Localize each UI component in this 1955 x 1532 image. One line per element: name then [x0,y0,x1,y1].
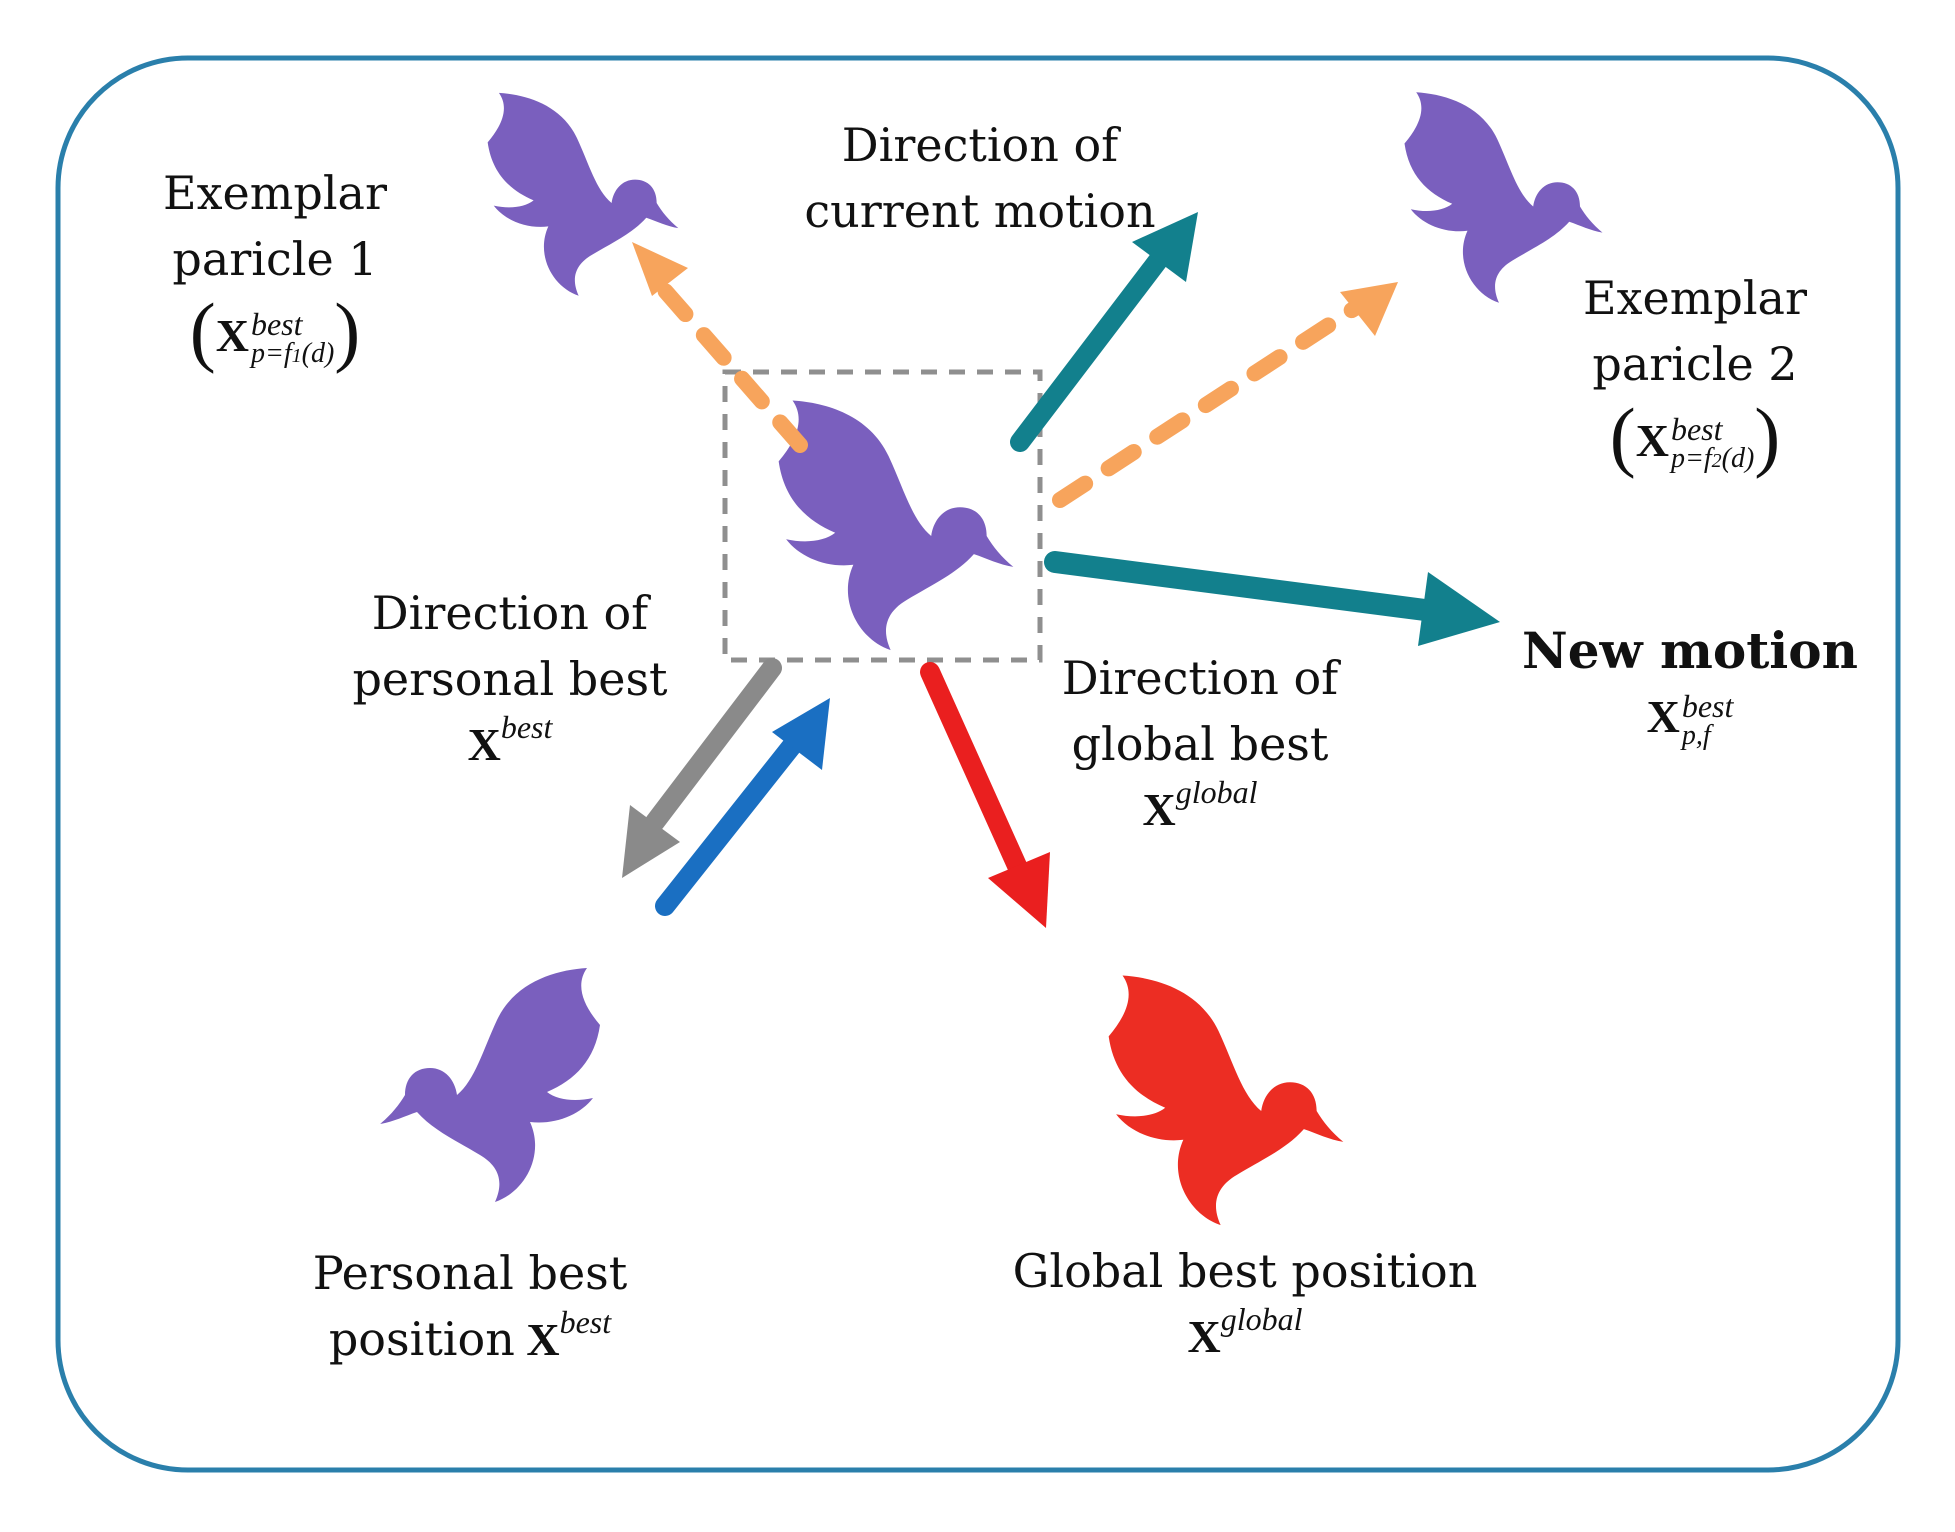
exemplar-1-sup: best [250,306,303,343]
global-best-pos-line1: Global best position [1012,1244,1478,1298]
global-best-pos-sup: global [1220,1301,1303,1337]
exemplar-1-sub-index: 1 [291,345,302,368]
arrow-to-exemplar-2 [1052,282,1398,508]
new-motion-sub: p,f [1681,720,1711,752]
arrow-new-motion [1044,551,1500,646]
outer-frame [55,55,1901,1473]
arrow-toward-global-best [920,662,1050,928]
personal-best-direction-label: Direction of personal best Xbest [350,580,670,782]
personal-best-bird-icon [380,968,600,1202]
new-motion-sup: best [1681,688,1734,725]
global-best-position-label: Global best position Xglobal [1010,1238,1480,1374]
exemplar-2-line2: paricle 2 [1592,337,1798,391]
exemplar-1-sub-tail: (d) [301,338,335,370]
global-best-dir-line2: global best [1071,717,1329,771]
global-best-direction-label: Direction of global best Xglobal [1040,645,1360,847]
personal-best-dir-symbol: X [467,719,501,770]
personal-best-dir-line2: personal best [352,652,668,706]
current-particle-bird-icon [778,400,1014,651]
exemplar-2-line1: Exemplar [1583,271,1807,325]
global-best-dir-symbol: X [1142,784,1176,835]
global-best-dir-line1: Direction of [1061,651,1339,705]
arrow-to-exemplar-1 [632,242,808,453]
exemplar-2-sub-index: 2 [1711,450,1722,473]
exemplar-2-sup: best [1670,411,1723,448]
global-best-dir-sup: global [1175,774,1258,810]
arrow-from-personal-best [655,698,830,916]
exemplar-2-symbol: X [1635,415,1669,466]
personal-best-pos-symbol: X [526,1314,560,1365]
personal-best-dir-line1: Direction of [371,586,649,640]
personal-best-pos-line1: Personal best [312,1246,628,1300]
exemplar-1-symbol: X [215,310,249,361]
exemplar-2-sub-tail: (d) [1721,443,1755,475]
new-motion-symbol: X [1646,691,1680,742]
arrow-toward-personal-best [622,658,782,878]
current-motion-line2: current motion [804,184,1156,238]
personal-best-pos-sup: best [559,1304,612,1340]
personal-best-dir-formula: Xbest [350,709,670,782]
global-best-bird-icon [1108,975,1344,1226]
personal-best-pos-line2: position [328,1312,515,1366]
exemplar-1-sub: p=f [250,338,292,370]
current-particle-box [722,369,1043,663]
new-motion-line1: New motion [1521,621,1858,680]
personal-best-dir-sup: best [500,709,553,745]
personal-best-position-label: Personal best position Xbest [300,1240,640,1377]
arrow-current-motion [1010,212,1198,452]
current-motion-label: Direction of current motion [790,112,1170,244]
global-best-pos-formula: Xglobal [1010,1301,1480,1374]
global-best-dir-formula: Xglobal [1040,774,1360,847]
exemplar-1-line1: Exemplar [163,166,387,220]
exemplar-2-sub: p=f [1670,443,1712,475]
exemplar-1-line2: paricle 1 [172,232,378,286]
global-best-pos-symbol: X [1187,1311,1221,1362]
personal-best-pos-line2-row: position Xbest [300,1304,640,1377]
current-motion-line1: Direction of [841,118,1119,172]
